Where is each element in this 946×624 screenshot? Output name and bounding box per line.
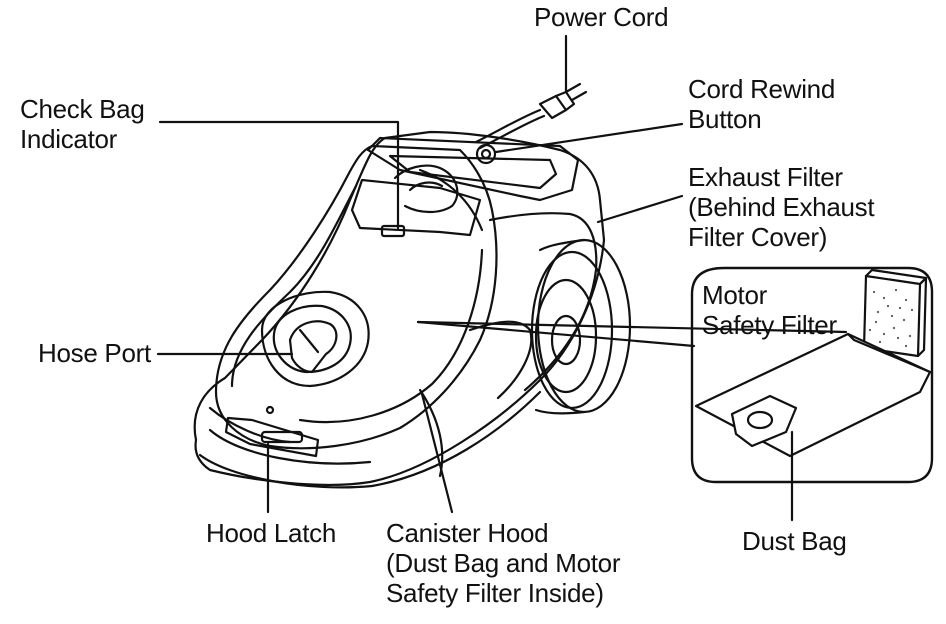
exhaust-filter-label-line-1: Exhaust Filter xyxy=(688,162,843,192)
hose-port-label: Hose Port xyxy=(38,338,151,368)
leader-canister-to-inset-b xyxy=(416,320,696,348)
hood-latch-label-line-1: Hood Latch xyxy=(206,518,336,548)
exhaust-filter-label: Exhaust Filter (Behind Exhaust Filter Co… xyxy=(688,162,875,252)
filter-speckles xyxy=(868,288,914,348)
leader-cord-rewind xyxy=(494,122,684,154)
hood-latch xyxy=(224,416,320,458)
check-bag-label-line-2: Indicator xyxy=(20,124,118,154)
cord-rewind-label-line-1: Cord Rewind xyxy=(688,74,835,104)
leader-exhaust-filter xyxy=(596,194,684,224)
canister-base-rim xyxy=(198,390,542,489)
cord-rewind-button-label: Cord Rewind Button xyxy=(688,74,835,134)
canister-hood-label-line-3: Safety Filter Inside) xyxy=(386,578,604,608)
vacuum-canister xyxy=(193,130,606,489)
rear-wheel xyxy=(530,238,632,415)
check-bag-label-line-1: Check Bag xyxy=(20,94,145,124)
canister-hood-label-line-1: Canister Hood xyxy=(386,518,549,548)
exhaust-filter-label-line-2: (Behind Exhaust xyxy=(688,192,875,222)
cord-rewind-label-line-2: Button xyxy=(688,104,762,134)
canister-base-outline xyxy=(193,130,606,486)
leader-check-bag xyxy=(158,120,400,230)
motor-safety-filter-label-line-2: Safety Filter xyxy=(702,310,837,340)
motor-safety-filter-label-line-1: Motor xyxy=(702,280,767,310)
leader-canister-hood xyxy=(420,392,454,514)
leader-lines xyxy=(156,34,848,522)
dust-bag-label-line-1: Dust Bag xyxy=(742,526,847,556)
hood-latch-label: Hood Latch xyxy=(206,518,336,548)
power-cord-label-line-1: Power Cord xyxy=(534,2,669,32)
carry-handle xyxy=(366,136,580,202)
dust-bag-label: Dust Bag xyxy=(742,526,847,556)
check-bag-indicator-slot xyxy=(380,224,406,238)
hose-port-rim xyxy=(260,290,370,388)
power-cord xyxy=(474,108,542,144)
power-cord-label: Power Cord xyxy=(534,2,669,32)
power-cord-plug xyxy=(474,82,588,165)
exhaust-filter-label-line-3: Filter Cover) xyxy=(688,222,828,252)
hose-port-opening xyxy=(288,320,338,374)
motor-safety-filter-pad xyxy=(862,268,928,358)
leader-canister-to-inset-a xyxy=(416,320,848,334)
motor-safety-filter-label: Motor Safety Filter xyxy=(702,280,837,340)
canister-hood-label: Canister Hood (Dust Bag and Motor Safety… xyxy=(386,518,621,608)
hose-port-label-line-1: Hose Port xyxy=(38,338,151,368)
check-bag-indicator-label: Check Bag Indicator xyxy=(20,94,145,154)
canister-hood-label-line-2: (Dust Bag and Motor xyxy=(386,548,621,578)
